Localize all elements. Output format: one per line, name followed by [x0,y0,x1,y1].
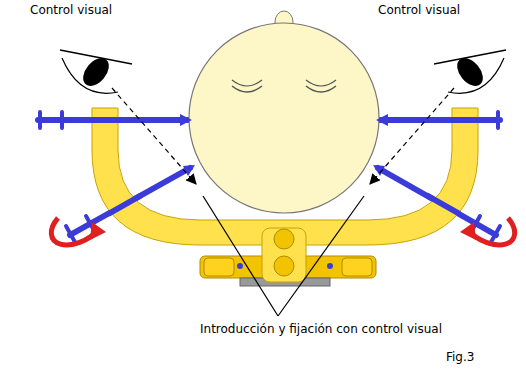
leader-lines [203,196,364,316]
view-label: Control visual [30,3,112,17]
patient-head [189,11,379,213]
halo-frame [92,108,478,245]
pin-tips [180,114,388,176]
rotation-arrowheads [90,222,476,240]
frame-mount [200,228,376,286]
rotation-arrows [51,218,514,245]
pin-front [86,120,484,213]
view-label: Control visual [378,3,460,17]
figure-caption: Fig.3 [446,350,474,364]
sight-lines [112,88,454,184]
observer-eyes [60,50,506,93]
callout-label: Introducción y fijación con control visu… [200,322,442,336]
